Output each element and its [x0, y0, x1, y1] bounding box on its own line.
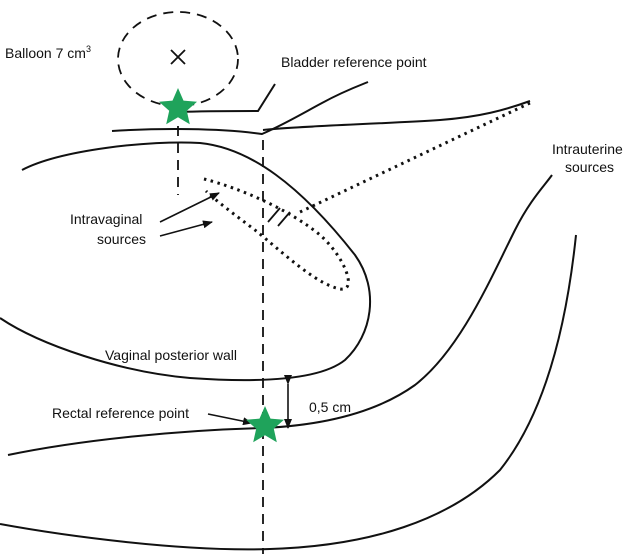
distance-label: 0,5 cm	[309, 399, 351, 415]
rectal-reference-label: Rectal reference point	[52, 405, 189, 421]
intrauterine-label-line1: Intrauterine	[552, 141, 623, 157]
balloon-center-cross	[170, 49, 186, 65]
upper-right-contour	[262, 100, 531, 131]
intrauterine-label-line2: sources	[565, 159, 614, 175]
rectal-wall-upper	[7, 174, 553, 456]
vaginal-wall-label: Vaginal posterior wall	[105, 347, 237, 363]
intravaginal-label-line2: sources	[97, 231, 146, 247]
source-break-marks	[267, 207, 291, 227]
bladder-reference-star	[159, 88, 197, 125]
balloon-outline	[117, 11, 239, 107]
rectal-ref-arrow	[207, 413, 253, 426]
intravaginal-arrow-2	[159, 220, 213, 237]
intrauterine-sources-line	[299, 100, 533, 214]
rectal-wall-lower	[0, 234, 577, 551]
bladder-pointer-line	[177, 83, 276, 114]
bladder-contour	[111, 81, 369, 136]
intravaginal-label-line1: Intravaginal	[70, 211, 142, 227]
intravaginal-sources-curve	[203, 177, 350, 291]
balloon-label: Balloon 7 cm3	[5, 44, 91, 61]
uterus-contour	[0, 141, 372, 382]
intravaginal-arrow-1	[159, 192, 220, 223]
bladder-reference-label: Bladder reference point	[281, 54, 427, 70]
rectal-reference-star	[246, 406, 284, 443]
